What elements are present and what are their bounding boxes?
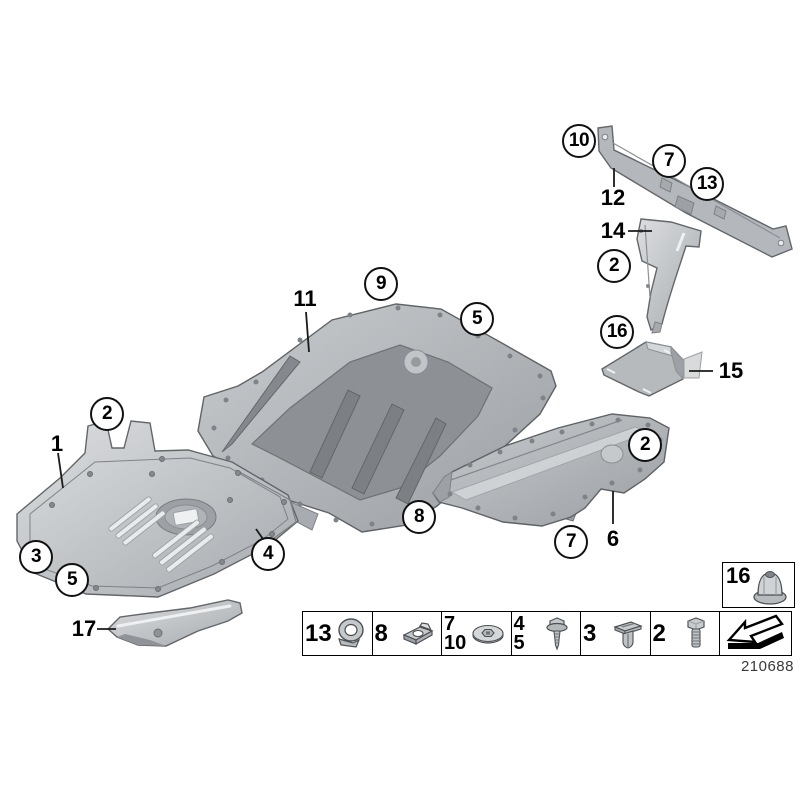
- legend-number: 3: [583, 619, 597, 647]
- part-underfloor-panel-11: [197, 303, 581, 533]
- callout-16[interactable]: 16: [600, 315, 634, 349]
- legend-cell-2: 2: [649, 611, 721, 656]
- legend-arrow-box: [719, 611, 792, 656]
- label-6[interactable]: 6: [606, 526, 620, 551]
- flange-screw-icon: [536, 614, 579, 654]
- part-side-bracket-14: [636, 218, 702, 334]
- callout-10[interactable]: 10: [562, 124, 596, 158]
- part-engine-shield-1: [16, 420, 299, 598]
- label-17[interactable]: 17: [71, 616, 97, 641]
- callout-2-shield[interactable]: 2: [90, 397, 124, 431]
- part-side-rail-17: [106, 599, 243, 647]
- legend: 13 8: [302, 611, 792, 656]
- callout-5-floor[interactable]: 5: [460, 302, 494, 336]
- callout-2-bracket[interactable]: 2: [597, 249, 631, 283]
- callout-2-right[interactable]: 2: [628, 428, 662, 462]
- label-11[interactable]: 11: [293, 286, 317, 311]
- callout-7-right[interactable]: 7: [554, 525, 588, 559]
- pipe-clamp-icon: [330, 614, 370, 654]
- legend-cell-3: 3: [580, 611, 651, 656]
- callout-13[interactable]: 13: [690, 167, 724, 201]
- callout-5-shield[interactable]: 5: [55, 563, 89, 597]
- legend-number: 13: [305, 619, 332, 647]
- legend-numbers: 4 5: [513, 612, 525, 654]
- label-1[interactable]: 1: [50, 431, 64, 456]
- legend-number: 2: [652, 619, 666, 647]
- legend-cell-4-5: 4 5: [510, 611, 582, 656]
- part-front-shield-6: [432, 413, 670, 527]
- legend-cell-7-10: 7 10: [441, 611, 512, 656]
- legend-number: 8: [374, 619, 388, 647]
- part-plate-15: [601, 341, 703, 397]
- hex-bolt-icon: [675, 614, 718, 654]
- cap-nut-icon: [744, 564, 792, 613]
- callout-9[interactable]: 9: [364, 267, 398, 301]
- leader-lines: [57, 168, 713, 630]
- legend-number-16: 16: [726, 563, 751, 588]
- legend-cell-13: 13: [302, 611, 373, 656]
- callout-8[interactable]: 8: [402, 500, 436, 534]
- drawing-number: 210688: [740, 658, 794, 675]
- callout-3[interactable]: 3: [19, 540, 53, 574]
- clip-nut-icon: [397, 614, 440, 654]
- washer-nut-icon: [466, 614, 509, 654]
- label-14[interactable]: 14: [600, 218, 626, 243]
- legend-numbers: 7 10: [444, 612, 467, 654]
- direction-arrow-icon: [724, 609, 788, 658]
- label-12[interactable]: 12: [600, 185, 626, 210]
- legend-cell-8: 8: [371, 611, 443, 656]
- label-15[interactable]: 15: [718, 358, 744, 383]
- callout-7-top[interactable]: 7: [652, 144, 686, 178]
- expansion-rivet-icon: [605, 614, 648, 654]
- legend-cap-nut-box: 16: [722, 562, 795, 608]
- callout-4[interactable]: 4: [251, 537, 285, 571]
